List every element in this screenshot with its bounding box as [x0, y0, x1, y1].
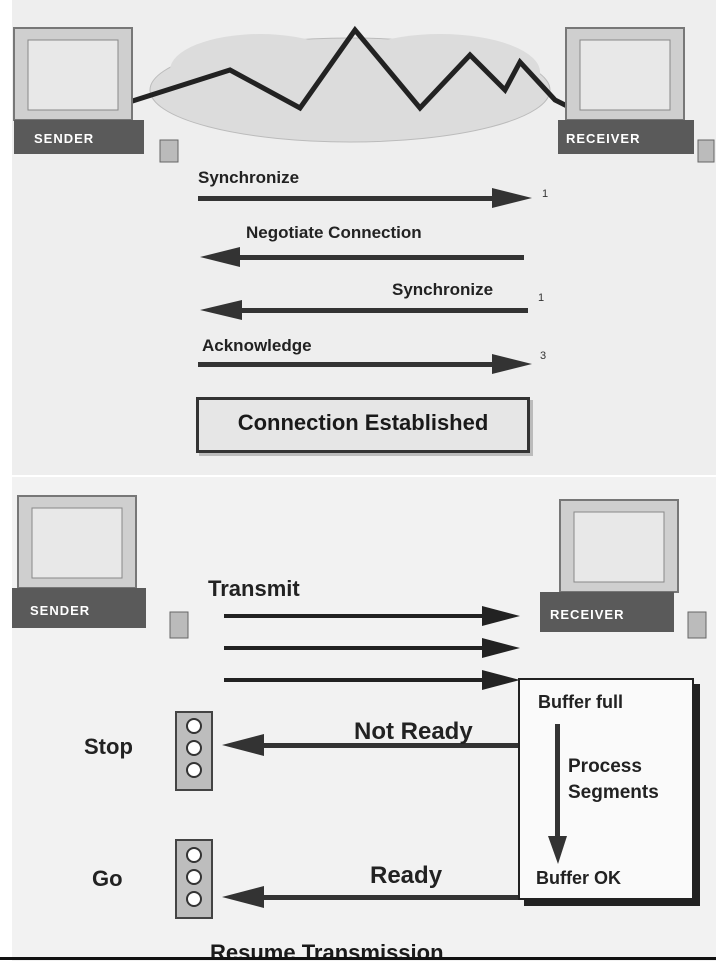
receiver-computer-2: [540, 499, 707, 639]
connection-established-box: Connection Established: [196, 397, 530, 453]
process-line2: Segments: [568, 782, 659, 803]
connection-established-label: Connection Established: [237, 410, 489, 435]
arrow-synchronize-1: [198, 188, 532, 208]
sender-label-2: SENDER: [30, 603, 90, 618]
bottom-divider: [0, 957, 716, 960]
transmit-arrows: [224, 606, 520, 690]
step-synchronize-number: 1: [542, 188, 549, 200]
step-synchronize2-label: Synchronize: [392, 280, 494, 299]
arrow-synchronize-2: [200, 300, 528, 320]
sender-label: SENDER: [34, 131, 94, 146]
resume-transmission-label: Resume Transmission: [210, 940, 444, 965]
buffer-ok-label: Buffer OK: [536, 868, 621, 888]
arrow-negotiate: [200, 247, 524, 267]
traffic-light-stop: [175, 711, 213, 791]
transmit-arrow-2: [224, 638, 520, 658]
process-line1: Process: [568, 756, 642, 777]
handshake-arrows: [198, 188, 532, 374]
go-label: Go: [92, 866, 123, 891]
step-negotiate-label: Negotiate Connection: [246, 223, 422, 242]
transmit-arrow-1: [224, 606, 520, 626]
process-arrow: [548, 724, 567, 864]
receiver-computer: [558, 27, 715, 163]
step-synchronize2-number: 1: [538, 292, 545, 304]
transmit-label: Transmit: [208, 576, 300, 601]
arrow-acknowledge: [198, 354, 532, 374]
not-ready-label: Not Ready: [354, 718, 473, 745]
transmit-arrow-3: [224, 670, 520, 690]
handshake-graphics: SENDER RECEIVER: [13, 25, 715, 374]
sender-computer-2: [12, 495, 189, 639]
buffer-full-label: Buffer full: [538, 692, 623, 712]
receiver-label: RECEIVER: [566, 131, 640, 146]
ready-label: Ready: [370, 862, 443, 889]
stop-label: Stop: [84, 734, 133, 759]
network-link-zigzag: [119, 25, 577, 113]
status-arrows: [222, 734, 518, 908]
buffer-box: Buffer full Process Segments Buffer OK: [518, 678, 694, 900]
step-acknowledge-number: 3: [540, 350, 547, 362]
not-ready-arrow: [222, 734, 518, 756]
step-synchronize-label: Synchronize: [198, 168, 300, 187]
sender-computer: [13, 27, 179, 163]
step-acknowledge-label: Acknowledge: [202, 336, 312, 355]
receiver-label-2: RECEIVER: [550, 607, 624, 622]
ready-arrow: [222, 886, 518, 908]
traffic-light-go: [175, 839, 213, 919]
